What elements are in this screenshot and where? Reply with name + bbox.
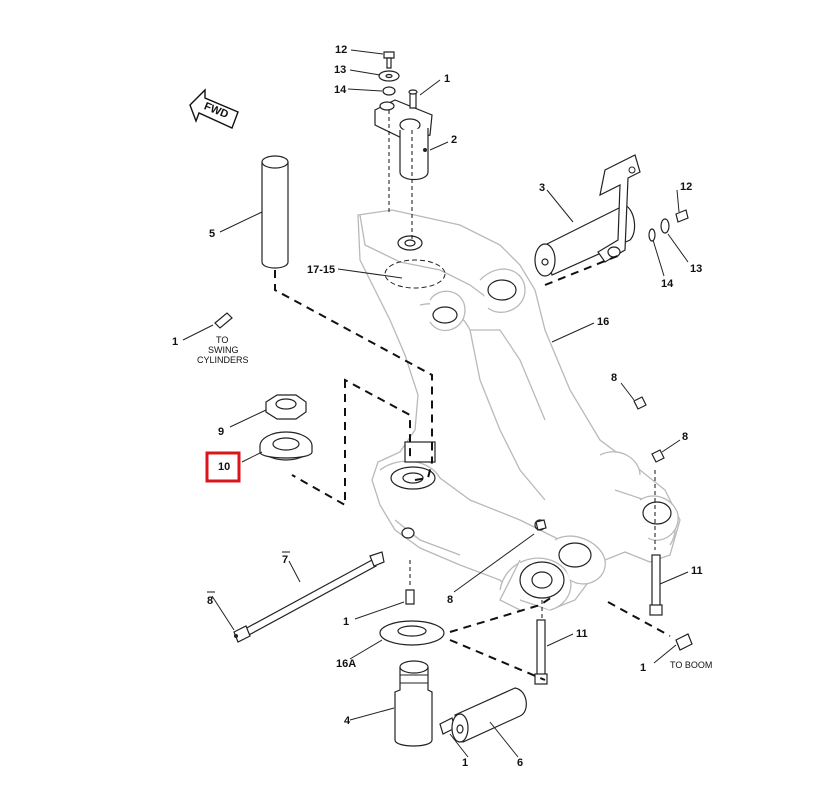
callout-4: 4 xyxy=(344,715,351,727)
pin-4 xyxy=(394,660,433,747)
fwd-arrow: FWD xyxy=(189,88,239,129)
to-swing-line-3: CYLINDERS xyxy=(197,355,249,365)
pin-5 xyxy=(261,155,289,269)
grease-fittings-1 xyxy=(214,312,693,735)
callout-1-mid: 1 xyxy=(343,616,349,628)
callout-13-top: 13 xyxy=(334,64,346,76)
pin-6 xyxy=(451,687,527,743)
callout-7: 7 xyxy=(282,554,288,566)
nut-9 xyxy=(265,394,307,420)
right-hardware xyxy=(648,209,689,242)
callout-8-b: 8 xyxy=(682,431,688,443)
callout-8-a: 8 xyxy=(611,372,617,384)
callout-6: 6 xyxy=(517,757,523,769)
leader-lines xyxy=(182,49,689,758)
callout-3: 3 xyxy=(539,182,545,194)
callout-1-right: 1 xyxy=(640,662,646,674)
top-hardware xyxy=(378,51,400,96)
assembly-lines xyxy=(274,110,671,681)
pin-2-assembly xyxy=(374,89,433,181)
swing-frame-body xyxy=(357,209,681,611)
washer-16a xyxy=(379,620,445,646)
callout-17-15: 17-15 xyxy=(307,264,335,276)
frame-bores xyxy=(384,235,672,599)
bolt-11-bottom xyxy=(534,619,548,685)
to-swing-line-1: TO xyxy=(216,335,228,345)
notes: TO SWING CYLINDERS TO BOOM xyxy=(197,335,712,670)
callout-16: 16 xyxy=(597,316,609,328)
washer-10 xyxy=(259,431,313,461)
bolt-7 xyxy=(233,551,385,643)
callout-1-left: 1 xyxy=(172,336,178,348)
callout-1-bottom: 1 xyxy=(462,757,468,769)
fittings-8 xyxy=(535,396,665,531)
callout-labels: 12 13 14 1 2 3 12 13 14 5 17-15 16 1 8 8… xyxy=(172,44,703,769)
to-boom-note: TO BOOM xyxy=(670,660,712,670)
callout-12-top: 12 xyxy=(335,44,347,56)
callout-2: 2 xyxy=(451,134,457,146)
callout-12-right: 12 xyxy=(680,181,692,193)
to-swing-line-2: SWING xyxy=(208,345,239,355)
callout-1-top: 1 xyxy=(444,73,450,85)
callout-11-a: 11 xyxy=(691,565,703,577)
callout-14-right: 14 xyxy=(661,278,674,290)
callout-5: 5 xyxy=(209,228,215,240)
highlight-box xyxy=(205,451,241,483)
callout-11-b: 11 xyxy=(576,628,588,640)
callout-10: 10 xyxy=(218,461,230,473)
callout-16a: 16A xyxy=(336,658,356,670)
callout-13-right: 13 xyxy=(690,263,702,275)
callout-14-top: 14 xyxy=(334,84,347,96)
bolt-11-right xyxy=(649,554,663,616)
callout-8-c: 8 xyxy=(207,595,213,607)
callout-8-d: 8 xyxy=(447,594,453,606)
callout-9: 9 xyxy=(218,426,224,438)
pin-3-assembly xyxy=(534,154,641,277)
